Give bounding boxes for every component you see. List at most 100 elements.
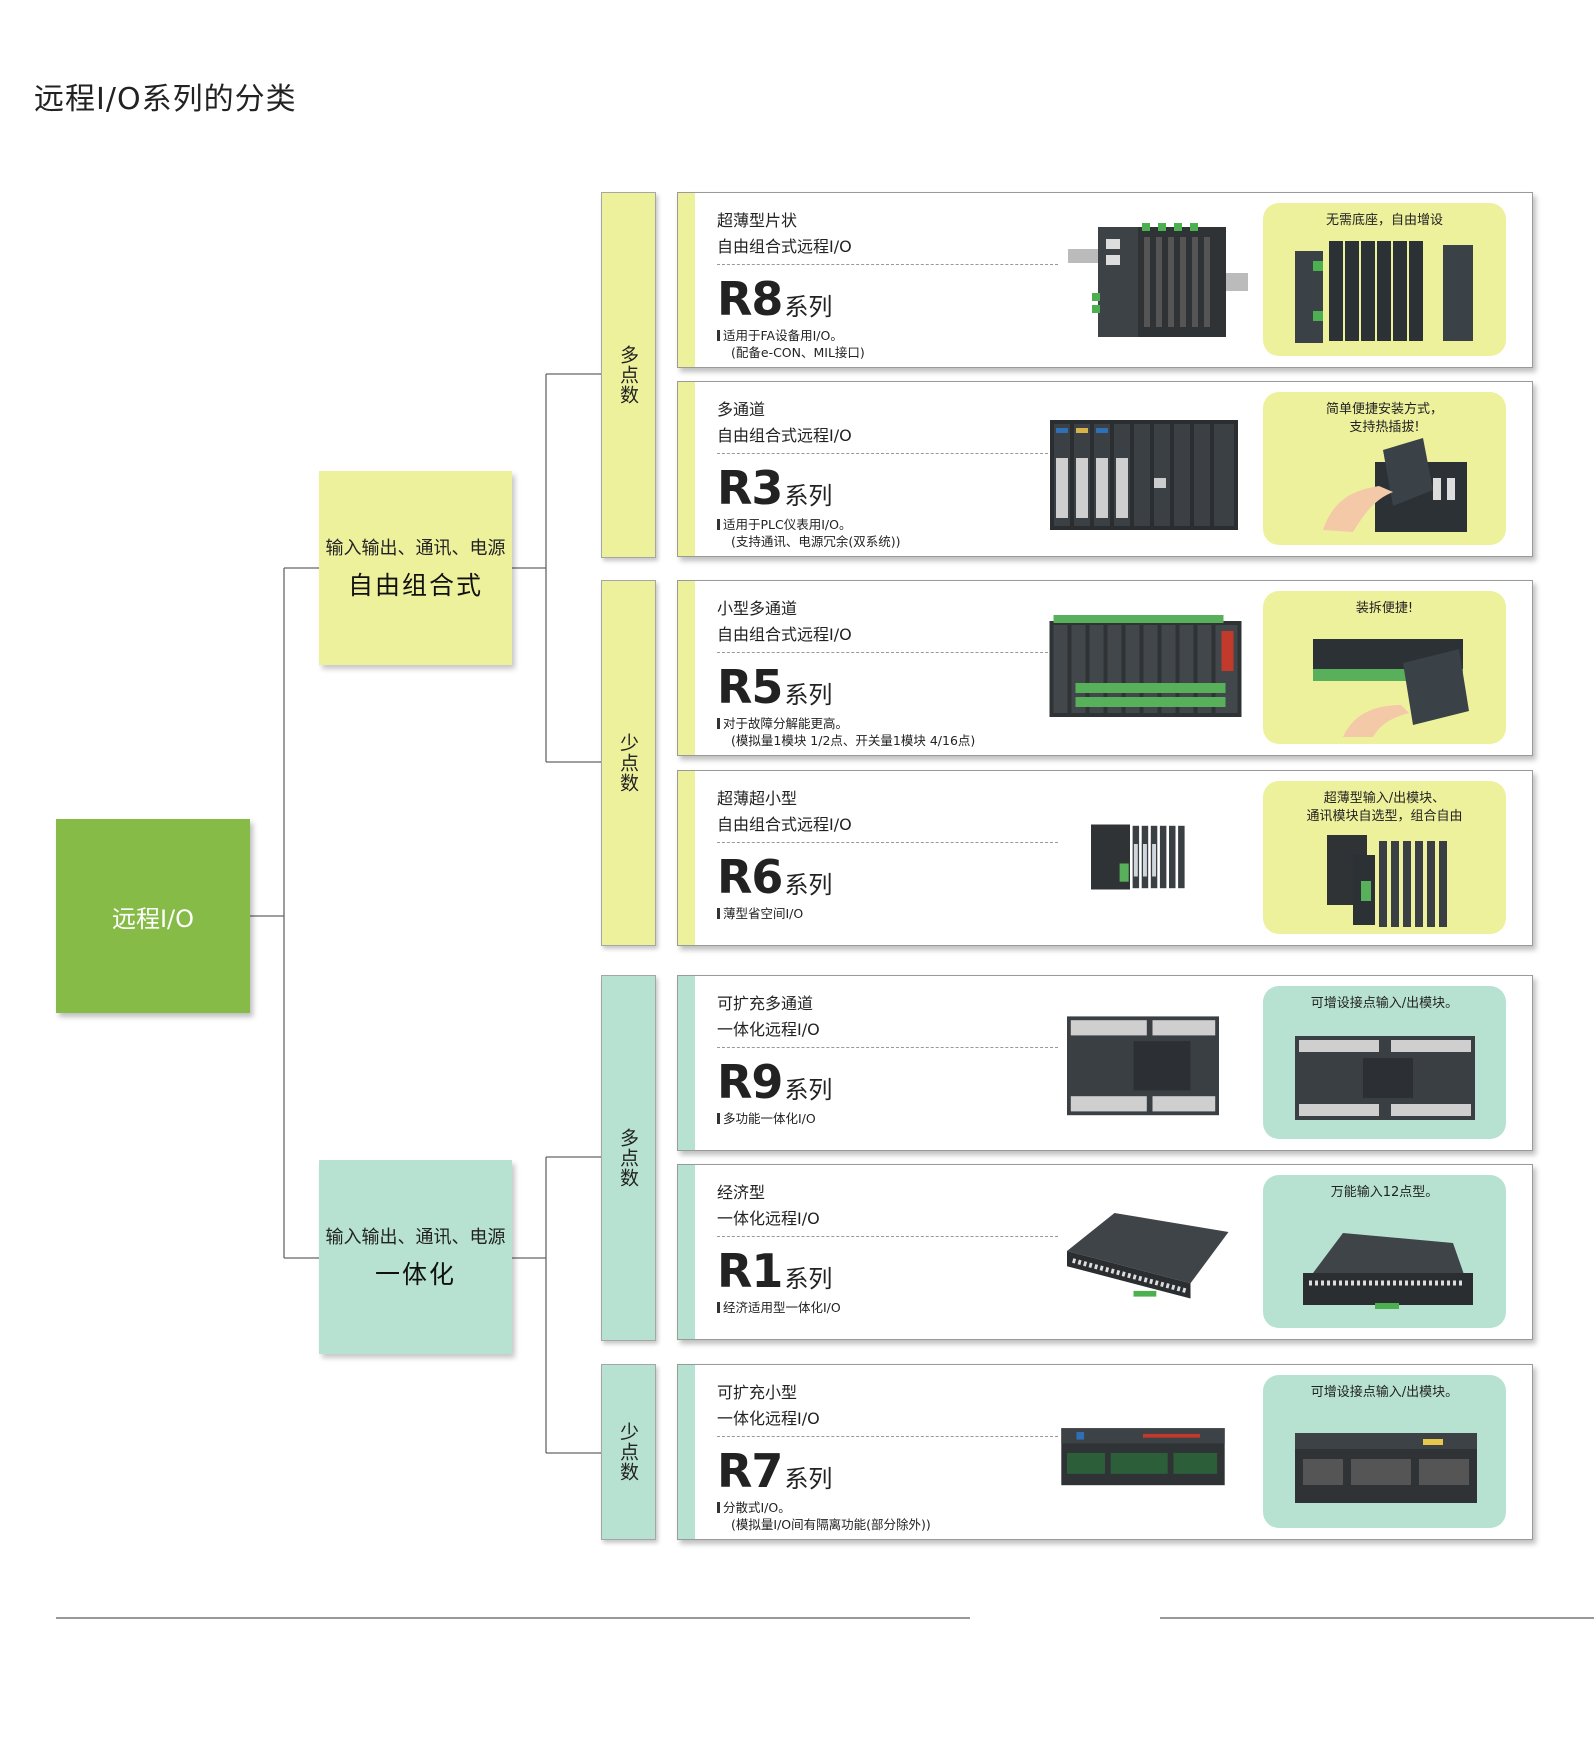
card-description: 对于故障分解能更高。 (模拟量1模块 1/2点、开关量1模块 4/16点) bbox=[717, 715, 975, 749]
series-card-r6[interactable]: 超薄超小型 自由组合式远程I/O R6系列 薄型省空间I/O 超薄型输入/出模块… bbox=[677, 770, 1533, 946]
feature-panel: 装拆便捷! bbox=[1263, 591, 1506, 744]
desc-line: (配备e-CON、MIL接口) bbox=[731, 345, 865, 360]
card-type: 一体化远程I/O bbox=[717, 1209, 820, 1228]
feature-panel: 无需底座，自由增设 bbox=[1263, 203, 1506, 356]
card-stripe bbox=[678, 771, 695, 945]
series-suffix: 系列 bbox=[784, 1265, 833, 1293]
card-stripe bbox=[678, 193, 695, 367]
root-label: 远程I/O bbox=[111, 904, 195, 933]
desc-line: (模拟量1模块 1/2点、开关量1模块 4/16点) bbox=[731, 733, 976, 748]
card-divider bbox=[717, 1047, 1058, 1048]
series-card-r9[interactable]: 可扩充多通道 一体化远程I/O R9系列 多功能一体化I/O 可增设接点输入/出… bbox=[677, 975, 1533, 1151]
expandable-distributed-unit-icon bbox=[1295, 1433, 1477, 1503]
model-code: R5 bbox=[717, 660, 783, 714]
series-suffix: 系列 bbox=[784, 482, 833, 510]
footer-divider-right bbox=[1160, 1617, 1594, 1619]
group-label-few-points: 少点数 bbox=[601, 1364, 656, 1540]
branch-integrated: 输入输出、通讯、电源 一体化 bbox=[319, 1160, 512, 1354]
card-description: 经济适用型一体化I/O bbox=[717, 1299, 841, 1316]
feature-caption: 超薄型输入/出模块、 通讯模块自选型，组合自由 bbox=[1306, 791, 1463, 824]
group-label-many-points: 多点数 bbox=[601, 975, 656, 1341]
series-name: R3系列 bbox=[717, 461, 832, 515]
branch-subtitle: 输入输出、通讯、电源 bbox=[325, 1227, 506, 1248]
card-category: 超薄型片状 bbox=[717, 211, 798, 230]
card-description: 多功能一体化I/O bbox=[717, 1110, 816, 1127]
card-type: 自由组合式远程I/O bbox=[717, 426, 852, 445]
series-suffix: 系列 bbox=[784, 1076, 833, 1104]
branch-title: 一体化 bbox=[374, 1260, 456, 1289]
card-category: 可扩充小型 bbox=[717, 1383, 798, 1402]
series-card-r7[interactable]: 可扩充小型 一体化远程I/O R7系列 分散式I/O。 (模拟量I/O间有隔离功… bbox=[677, 1364, 1533, 1540]
card-type: 自由组合式远程I/O bbox=[717, 815, 852, 834]
model-code: R9 bbox=[717, 1055, 783, 1109]
card-divider bbox=[717, 264, 1058, 265]
card-description: 薄型省空间I/O bbox=[717, 905, 803, 922]
footer-divider-left bbox=[56, 1617, 970, 1619]
desc-line: 薄型省空间I/O bbox=[723, 906, 804, 921]
card-divider bbox=[717, 1236, 1058, 1237]
card-category: 多通道 bbox=[717, 400, 766, 419]
branch-title: 自由组合式 bbox=[347, 571, 483, 600]
desc-line: (模拟量I/O间有隔离功能(部分除外)) bbox=[731, 1517, 931, 1532]
page-title: 远程I/O系列的分类 bbox=[34, 82, 297, 117]
feature-caption: 可增设接点输入/出模块。 bbox=[1310, 996, 1459, 1011]
card-stripe bbox=[678, 1365, 695, 1539]
module-expansion-icon bbox=[1295, 241, 1473, 343]
series-card-r1[interactable]: 经济型 一体化远程I/O R1系列 经济适用型一体化I/O 万能输入12点型。 bbox=[677, 1164, 1533, 1340]
series-name: R7系列 bbox=[717, 1444, 832, 1498]
card-stripe bbox=[678, 1165, 695, 1339]
model-code: R6 bbox=[717, 850, 783, 904]
card-divider bbox=[717, 1436, 1058, 1437]
model-code: R7 bbox=[717, 1444, 783, 1498]
card-description: 分散式I/O。 (模拟量I/O间有隔离功能(部分除外)) bbox=[717, 1499, 931, 1533]
card-stripe bbox=[678, 382, 695, 556]
rack-module-icon bbox=[1050, 420, 1238, 530]
card-category: 经济型 bbox=[717, 1183, 766, 1202]
distributed-unit-icon bbox=[1061, 1428, 1225, 1486]
series-card-r5[interactable]: 小型多通道 自由组合式远程I/O R5系列 对于故障分解能更高。 (模拟量1模块… bbox=[677, 580, 1533, 756]
series-name: R8系列 bbox=[717, 272, 832, 326]
card-type: 自由组合式远程I/O bbox=[717, 237, 852, 256]
branch-subtitle: 输入输出、通讯、电源 bbox=[325, 538, 506, 559]
series-suffix: 系列 bbox=[784, 293, 833, 321]
card-stripe bbox=[678, 976, 695, 1150]
card-divider bbox=[717, 842, 1058, 843]
feature-caption: 装拆便捷! bbox=[1355, 601, 1414, 616]
group-label-many-points: 多点数 bbox=[601, 192, 656, 558]
card-type: 一体化远程I/O bbox=[717, 1409, 820, 1428]
card-category: 可扩充多通道 bbox=[717, 994, 814, 1013]
series-card-r3[interactable]: 多通道 自由组合式远程I/O R3系列 适用于PLC仪表用I/O。 (支持通讯、… bbox=[677, 381, 1533, 557]
series-suffix: 系列 bbox=[784, 1465, 833, 1493]
card-type: 自由组合式远程I/O bbox=[717, 625, 852, 644]
model-code: R1 bbox=[717, 1244, 783, 1298]
branch-free-combination: 输入输出、通讯、电源 自由组合式 bbox=[319, 471, 512, 665]
series-suffix: 系列 bbox=[784, 681, 833, 709]
card-category: 小型多通道 bbox=[717, 599, 798, 618]
card-divider bbox=[717, 652, 1058, 653]
feature-caption: 无需底座，自由增设 bbox=[1325, 213, 1443, 228]
expandable-unit-icon bbox=[1295, 1036, 1475, 1120]
card-description: 适用于FA设备用I/O。 (配备e-CON、MIL接口) bbox=[717, 327, 865, 361]
feature-panel: 可增设接点输入/出模块。 bbox=[1263, 1375, 1506, 1528]
desc-line: 对于故障分解能更高。 bbox=[723, 716, 849, 731]
compact-multichannel-icon bbox=[1049, 615, 1242, 717]
desc-line: 分散式I/O。 bbox=[723, 1500, 791, 1515]
universal-input-unit-icon bbox=[1303, 1233, 1473, 1309]
group-label-text: 多点数 bbox=[617, 1128, 639, 1188]
integrated-unit-icon bbox=[1067, 1016, 1219, 1116]
series-card-r8[interactable]: 超薄型片状 自由组合式远程I/O R8系列 适用于FA设备用I/O。 (配备e-… bbox=[677, 192, 1533, 368]
card-description: 适用于PLC仪表用I/O。 (支持通讯、电源冗余(双系统)) bbox=[717, 516, 901, 550]
desc-line: 适用于PLC仪表用I/O。 bbox=[723, 517, 852, 532]
feature-panel: 万能输入12点型。 bbox=[1263, 1175, 1506, 1328]
group-label-text: 多点数 bbox=[617, 345, 639, 405]
desc-line: 适用于FA设备用I/O。 bbox=[723, 328, 843, 343]
group-label-text: 少点数 bbox=[617, 1422, 639, 1482]
hot-swap-hand-icon bbox=[1323, 438, 1467, 532]
card-category: 超薄超小型 bbox=[717, 789, 798, 808]
desc-line: 多功能一体化I/O bbox=[723, 1111, 816, 1126]
series-name: R6系列 bbox=[717, 850, 832, 904]
feature-panel: 简单便捷安装方式， 支持热插拔! bbox=[1263, 392, 1506, 545]
ultra-slim-module-icon bbox=[1091, 824, 1185, 890]
root-node-remote-io: 远程I/O bbox=[56, 819, 250, 1013]
